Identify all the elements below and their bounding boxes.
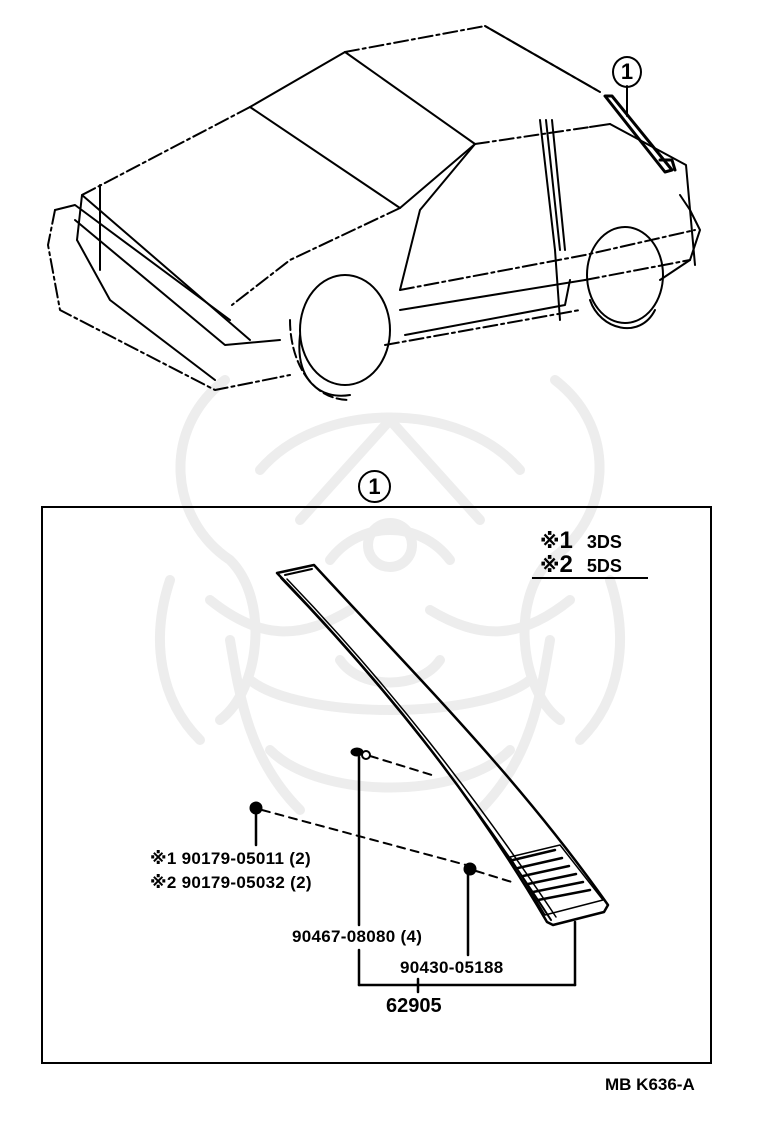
note-number: 1 <box>559 527 573 554</box>
callout-number: 1 <box>368 473 381 499</box>
callout-number: 1 <box>620 59 634 84</box>
legend-row-2: ※ 2 5DS <box>540 551 622 579</box>
part-label-90430-05188[interactable]: 90430-05188 <box>400 959 504 976</box>
part-number: 62905 <box>386 995 442 1017</box>
detail-callout-1[interactable]: 1 <box>358 470 391 503</box>
part-label-62905[interactable]: 62905 <box>386 996 442 1016</box>
part-qty: (2) <box>290 873 312 892</box>
note-mark: ※ <box>540 555 560 577</box>
part-label-90467-08080[interactable]: 90467-08080 (4) <box>292 928 422 945</box>
legend-underline <box>532 577 648 579</box>
part-mark: ※2 <box>150 873 177 892</box>
detail-view-frame <box>41 506 712 1064</box>
part-qty: (2) <box>289 849 311 868</box>
part-number: 90179-05011 <box>181 849 285 868</box>
diagram-reference-code: MB K636-A <box>605 1075 695 1094</box>
part-mark: ※1 <box>150 849 177 868</box>
legend-row-1: ※ 1 3DS <box>540 527 622 555</box>
note-mark: ※ <box>540 531 560 553</box>
part-number: 90430-05188 <box>400 958 504 977</box>
part-qty: (4) <box>400 927 423 946</box>
part-label-90179-05032[interactable]: ※2 90179-05032 (2) <box>150 874 312 891</box>
note-text: 3DS <box>586 532 622 552</box>
note-number: 2 <box>559 551 573 578</box>
part-label-90179-05011[interactable]: ※1 90179-05011 (2) <box>150 850 311 867</box>
part-number: 90179-05032 <box>181 873 286 892</box>
overview-callout-1[interactable]: 1 <box>612 56 642 88</box>
part-number: 90467-08080 <box>292 927 396 946</box>
note-text: 5DS <box>586 556 622 576</box>
